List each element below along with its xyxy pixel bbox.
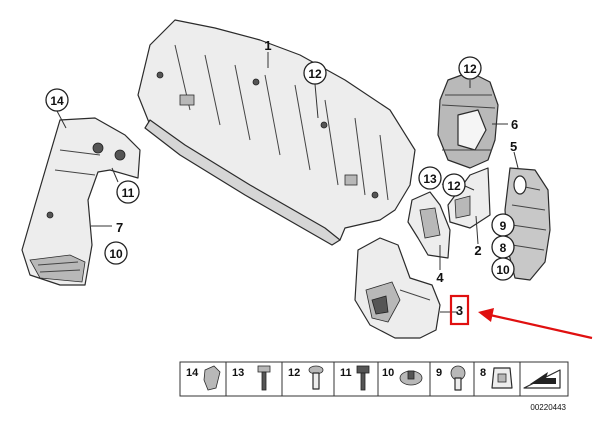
part-4-bracket[interactable] xyxy=(407,191,451,259)
svg-text:5: 5 xyxy=(510,139,517,154)
callout-12-top[interactable]: 12 xyxy=(303,61,327,85)
callout-3[interactable]: 3 xyxy=(449,294,470,326)
part-2-bracket[interactable] xyxy=(447,167,491,229)
callout-13[interactable]: 13 xyxy=(418,166,442,190)
part-5-side-trim[interactable] xyxy=(504,167,551,281)
svg-text:7: 7 xyxy=(116,220,123,235)
part-3-cover[interactable] xyxy=(354,237,441,339)
legend-item-12[interactable]: 12 xyxy=(288,365,324,390)
callout-11[interactable]: 11 xyxy=(116,180,140,204)
callout-10-left[interactable]: 10 xyxy=(104,241,128,265)
svg-text:13: 13 xyxy=(232,367,244,379)
svg-text:10: 10 xyxy=(496,263,510,277)
callout-14[interactable]: 14 xyxy=(45,88,69,112)
cover-arrow-icon xyxy=(523,369,561,389)
expanding-nut-icon xyxy=(399,370,423,386)
svg-text:14: 14 xyxy=(186,367,199,379)
svg-text:3: 3 xyxy=(456,303,463,318)
clip-icon xyxy=(203,365,221,391)
svg-text:2: 2 xyxy=(474,243,481,258)
svg-text:12: 12 xyxy=(447,179,461,193)
legend-item-13[interactable]: 13 xyxy=(232,365,271,391)
svg-text:12: 12 xyxy=(463,62,477,76)
svg-text:13: 13 xyxy=(423,172,437,186)
callout-2[interactable]: 2 xyxy=(474,243,481,258)
bolt-icon xyxy=(356,365,370,391)
svg-text:6: 6 xyxy=(511,117,518,132)
fastener-legend: 14 13 12 11 xyxy=(179,361,569,397)
highlight-arrow xyxy=(478,308,593,340)
svg-text:14: 14 xyxy=(50,94,64,108)
drawing-number: 00220443 xyxy=(530,403,566,412)
legend-item-11[interactable]: 11 xyxy=(340,365,370,391)
part-1-firewall-insulation[interactable] xyxy=(137,19,416,246)
callout-10-right[interactable]: 10 xyxy=(491,257,515,281)
svg-text:8: 8 xyxy=(480,367,486,379)
part-7-bracket[interactable] xyxy=(21,117,141,286)
svg-text:1: 1 xyxy=(264,38,271,53)
svg-text:10: 10 xyxy=(382,367,394,379)
push-rivet-icon xyxy=(450,365,466,391)
clip-nut-icon xyxy=(491,367,513,389)
rivet-icon xyxy=(308,365,324,390)
screw-icon xyxy=(257,365,271,391)
svg-text:11: 11 xyxy=(340,367,352,379)
legend-item-10[interactable]: 10 xyxy=(382,367,423,386)
legend-item-9[interactable]: 9 xyxy=(436,365,466,391)
svg-text:12: 12 xyxy=(308,67,322,81)
callout-4[interactable]: 4 xyxy=(436,270,444,285)
part-6-heat-shield[interactable] xyxy=(437,71,499,169)
callout-1[interactable]: 1 xyxy=(264,38,271,53)
callout-8[interactable]: 8 xyxy=(491,235,515,259)
svg-text:10: 10 xyxy=(109,247,123,261)
callout-7[interactable]: 7 xyxy=(116,220,123,235)
callout-12-mid[interactable]: 12 xyxy=(442,173,466,197)
callout-5[interactable]: 5 xyxy=(510,139,517,154)
svg-text:8: 8 xyxy=(500,241,507,255)
svg-text:11: 11 xyxy=(122,186,135,200)
svg-text:12: 12 xyxy=(288,367,300,379)
svg-text:4: 4 xyxy=(436,270,444,285)
legend-item-14[interactable]: 14 xyxy=(186,365,221,391)
callout-9[interactable]: 9 xyxy=(491,213,515,237)
callout-12-right[interactable]: 12 xyxy=(458,56,482,80)
svg-text:9: 9 xyxy=(500,219,507,233)
svg-text:9: 9 xyxy=(436,367,442,379)
callout-6[interactable]: 6 xyxy=(511,117,518,132)
legend-item-8[interactable]: 8 xyxy=(480,367,513,389)
